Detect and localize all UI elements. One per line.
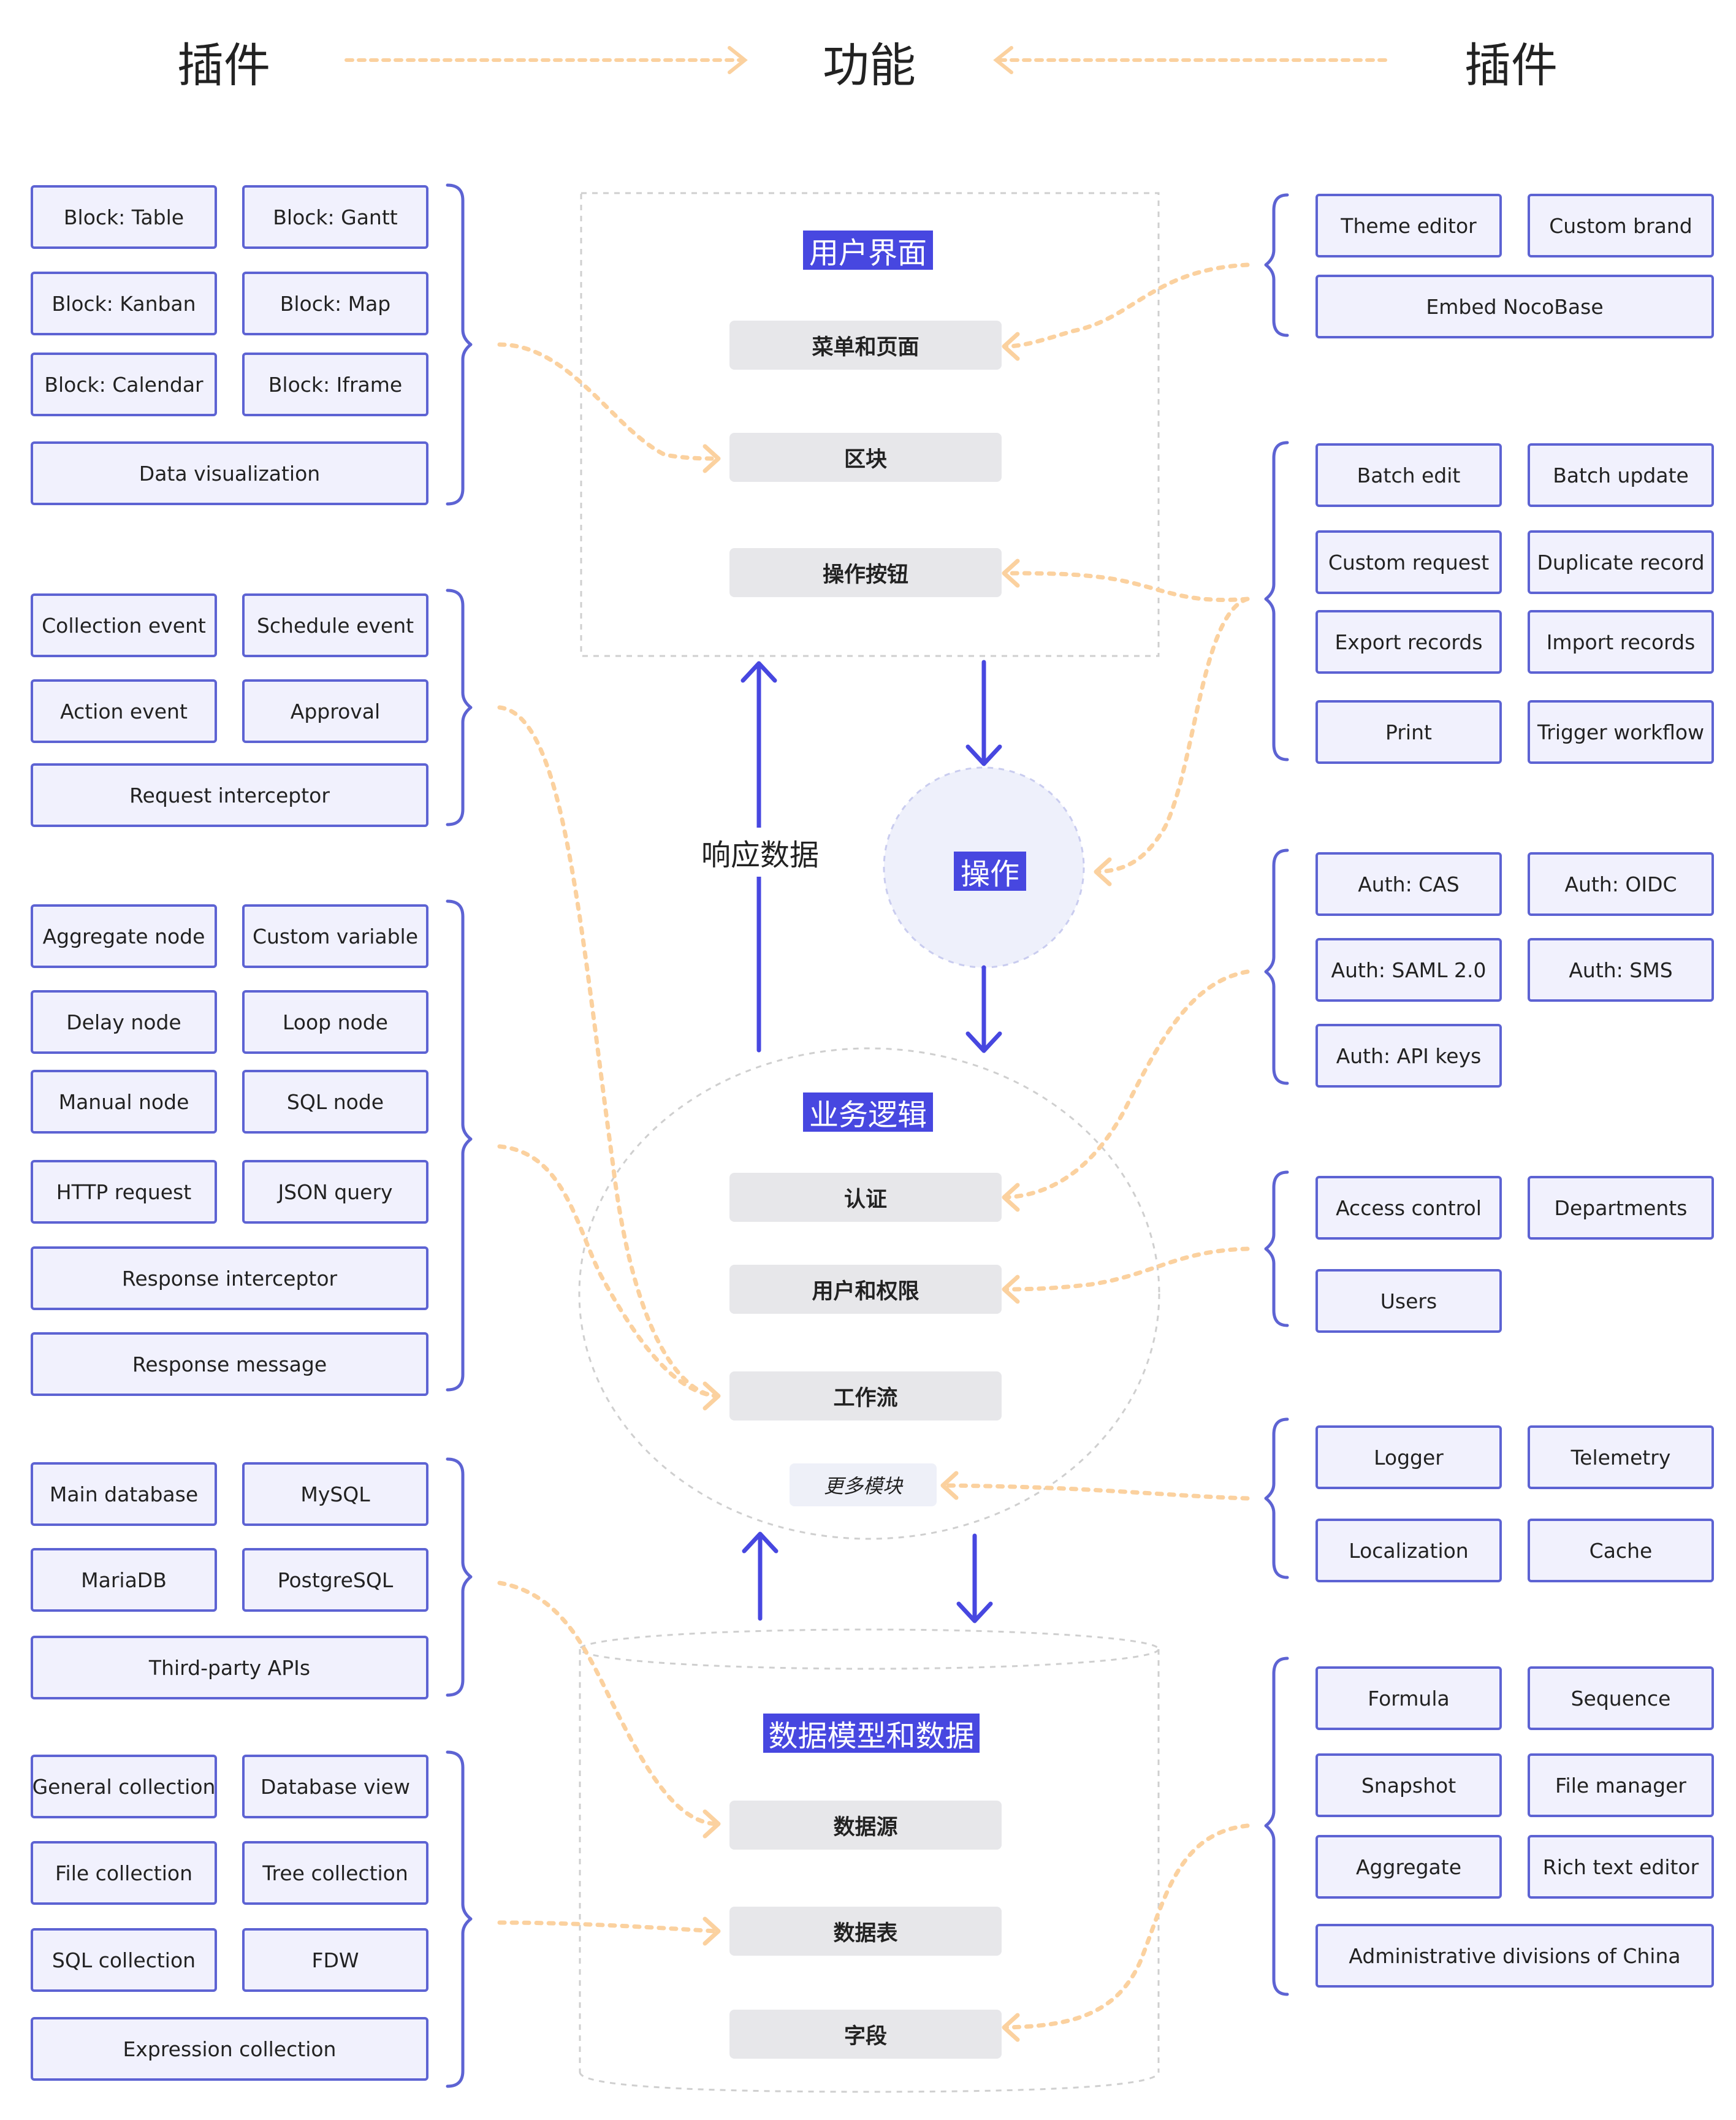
plugin-manual-node: Manual node xyxy=(31,1070,217,1134)
group-brackets xyxy=(446,183,1289,2088)
business-module-users-permissions: 用户和权限 xyxy=(729,1265,1002,1314)
plugin-mariadb: MariaDB xyxy=(31,1548,217,1612)
plugin-main-database: Main database xyxy=(31,1462,217,1526)
plugin-sql-node: SQL node xyxy=(242,1070,428,1134)
ui-section-label: 用户界面 xyxy=(803,231,933,270)
header-right-title: 插件 xyxy=(1464,38,1558,93)
plugin-users: Users xyxy=(1315,1269,1502,1333)
plugin-http-request: HTTP request xyxy=(31,1160,217,1224)
plugin-departments: Departments xyxy=(1528,1176,1714,1240)
plugin-approval: Approval xyxy=(242,679,428,743)
plugin-json-query: JSON query xyxy=(242,1160,428,1224)
plugin-block-table: Block: Table xyxy=(31,185,217,249)
plugin-import-records: Import records xyxy=(1528,610,1714,674)
plugin-file-manager: File manager xyxy=(1528,1753,1714,1817)
plugin-aggregate-node: Aggregate node xyxy=(31,904,217,968)
plugin-tree-collection: Tree collection xyxy=(242,1841,428,1905)
plugin-batch-update: Batch update xyxy=(1528,443,1714,507)
data-module-collections: 数据表 xyxy=(729,1907,1002,1956)
business-logic-label: 业务逻辑 xyxy=(803,1092,933,1132)
plugin-access-control: Access control xyxy=(1315,1176,1502,1240)
data-module-datasource: 数据源 xyxy=(729,1801,1002,1850)
plugin-auth-api-keys: Auth: API keys xyxy=(1315,1024,1502,1088)
plugin-response-message: Response message xyxy=(31,1332,428,1396)
plugin-collection-event: Collection event xyxy=(31,593,217,657)
plugin-response-interceptor: Response interceptor xyxy=(31,1246,428,1310)
data-model-label: 数据模型和数据 xyxy=(763,1714,980,1753)
plugin-general-collection: General collection xyxy=(31,1755,217,1818)
dotted-connectors xyxy=(497,262,1250,2030)
plugin-loop-node: Loop node xyxy=(242,990,428,1054)
plugin-auth-cas: Auth: CAS xyxy=(1315,852,1502,916)
plugin-action-event: Action event xyxy=(31,679,217,743)
connector-arrowheads xyxy=(702,332,1112,2042)
plugin-auth-saml: Auth: SAML 2.0 xyxy=(1315,938,1502,1002)
plugin-custom-brand: Custom brand xyxy=(1528,194,1714,257)
plugin-rich-text-editor: Rich text editor xyxy=(1528,1835,1714,1899)
plugin-expression-collection: Expression collection xyxy=(31,2017,428,2081)
plugin-request-interceptor: Request interceptor xyxy=(31,763,428,827)
plugin-snapshot: Snapshot xyxy=(1315,1753,1502,1817)
header-left-title: 插件 xyxy=(177,38,270,93)
data-module-fields: 字段 xyxy=(729,2010,1002,2059)
plugin-export-records: Export records xyxy=(1315,610,1502,674)
plugin-data-visualization: Data visualization xyxy=(31,441,428,505)
response-data-label: 响应数据 xyxy=(696,828,824,877)
plugin-custom-variable: Custom variable xyxy=(242,904,428,968)
plugin-block-calendar: Block: Calendar xyxy=(31,353,217,416)
business-module-more: 更多模块 xyxy=(790,1463,937,1506)
plugin-embed-nocobase: Embed NocoBase xyxy=(1315,275,1714,338)
plugin-block-kanban: Block: Kanban xyxy=(31,272,217,335)
plugin-block-iframe: Block: Iframe xyxy=(242,353,428,416)
business-module-workflow: 工作流 xyxy=(729,1371,1002,1420)
plugin-delay-node: Delay node xyxy=(31,990,217,1054)
plugin-administrative-divisions: Administrative divisions of China xyxy=(1315,1924,1714,1988)
plugin-trigger-workflow: Trigger workflow xyxy=(1528,700,1714,764)
data-cylinder xyxy=(579,1628,1160,2093)
plugin-auth-sms: Auth: SMS xyxy=(1528,938,1714,1002)
plugin-theme-editor: Theme editor xyxy=(1315,194,1502,257)
plugin-postgresql: PostgreSQL xyxy=(242,1548,428,1612)
plugin-localization: Localization xyxy=(1315,1519,1502,1582)
plugin-schedule-event: Schedule event xyxy=(242,593,428,657)
plugin-logger: Logger xyxy=(1315,1425,1502,1489)
header-arrows xyxy=(345,46,1387,74)
plugin-auth-oidc: Auth: OIDC xyxy=(1528,852,1714,916)
ui-module-action-buttons: 操作按钮 xyxy=(729,548,1002,597)
plugin-print: Print xyxy=(1315,700,1502,764)
plugin-mysql: MySQL xyxy=(242,1462,428,1526)
business-logic-circle xyxy=(578,1047,1160,1540)
header-center-title: 功能 xyxy=(823,38,916,93)
ui-module-blocks: 区块 xyxy=(729,433,1002,482)
plugin-batch-edit: Batch edit xyxy=(1315,443,1502,507)
plugin-aggregate: Aggregate xyxy=(1315,1835,1502,1899)
plugin-block-map: Block: Map xyxy=(242,272,428,335)
business-module-auth: 认证 xyxy=(729,1173,1002,1222)
plugin-telemetry: Telemetry xyxy=(1528,1425,1714,1489)
plugin-sequence: Sequence xyxy=(1528,1666,1714,1730)
operation-label: 操作 xyxy=(954,852,1026,891)
plugin-database-view: Database view xyxy=(242,1755,428,1818)
plugin-formula: Formula xyxy=(1315,1666,1502,1730)
plugin-sql-collection: SQL collection xyxy=(31,1928,217,1992)
plugin-third-party-apis: Third-party APIs xyxy=(31,1636,428,1699)
ui-module-menus-pages: 菜单和页面 xyxy=(729,321,1002,370)
ui-container xyxy=(580,192,1160,657)
plugin-custom-request: Custom request xyxy=(1315,530,1502,594)
plugin-fdw: FDW xyxy=(242,1928,428,1992)
plugin-file-collection: File collection xyxy=(31,1841,217,1905)
plugin-duplicate-record: Duplicate record xyxy=(1528,530,1714,594)
plugin-cache: Cache xyxy=(1528,1519,1714,1582)
plugin-block-gantt: Block: Gantt xyxy=(242,185,428,249)
